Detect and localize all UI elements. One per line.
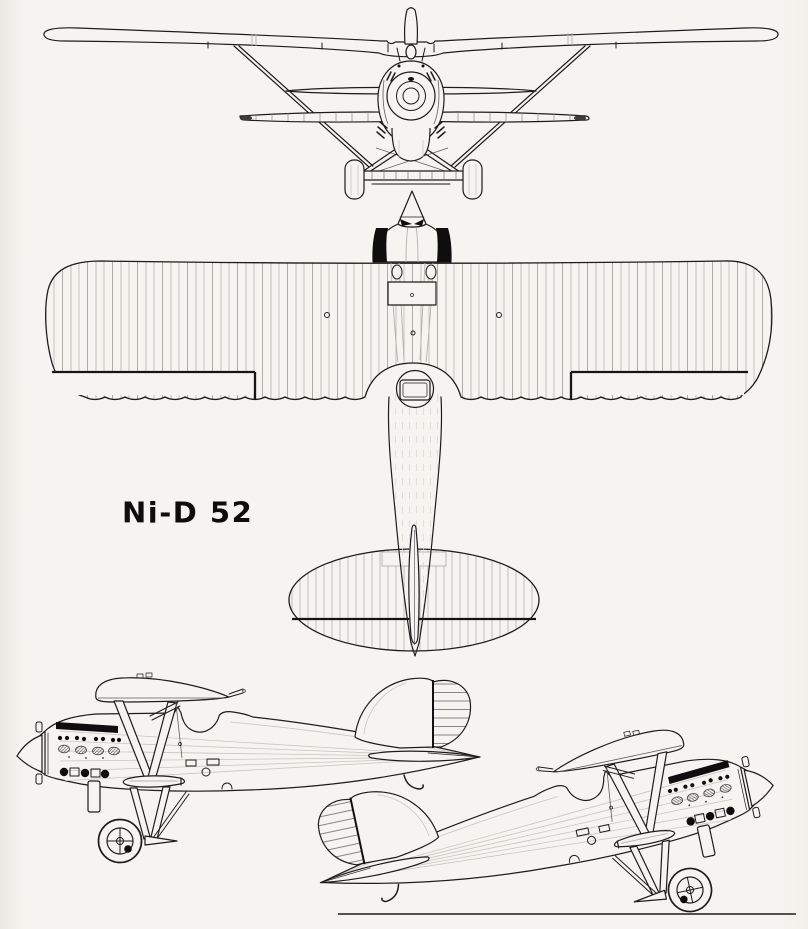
cockpit-plan: [395, 369, 435, 409]
propeller-blade: [404, 7, 418, 60]
front-landing-gear: [344, 145, 483, 200]
front-wing-fittings: [207, 33, 617, 50]
aileron-left: [52, 370, 257, 400]
front-wheel-right: [462, 159, 483, 200]
drawing-title: Ni-D 52: [122, 496, 254, 530]
aircraft-top-plan-view: [45, 190, 773, 657]
spinner-plan: [397, 190, 427, 228]
spreader-bar: [359, 170, 465, 181]
wing-center-details: [324, 262, 502, 363]
front-fuselage: [376, 43, 446, 162]
nose-plan: [372, 190, 452, 263]
front-wheel-left: [344, 159, 365, 200]
upper-wing-plan: [45, 260, 773, 401]
aileron-right: [569, 370, 748, 400]
aircraft-front-view: [43, 7, 779, 200]
cowl-ring: [386, 71, 436, 121]
rear-fuselage-plan: [387, 384, 443, 657]
spinner-hub: [402, 87, 420, 105]
fin-plan: [408, 524, 420, 645]
